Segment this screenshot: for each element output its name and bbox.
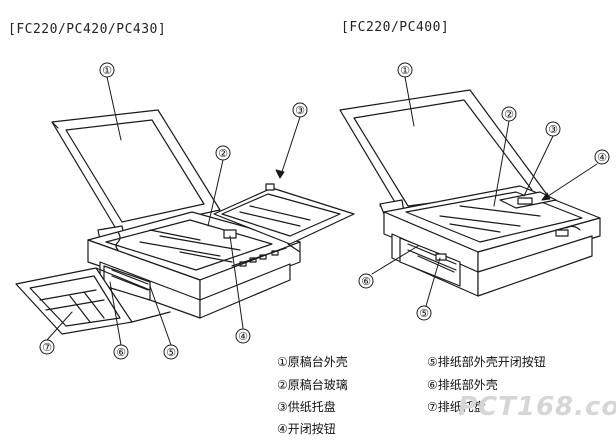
legend-item-2: ②原稿台玻璃 [277,378,348,392]
right-callout-1: ① [400,64,410,77]
legend-item-3: ③供纸托盘 [277,400,336,414]
right-leader-lines [371,76,598,307]
left-callout-6: ⑥ [116,346,126,359]
right-copier-drawing [339,89,601,297]
legend-item-7: ⑦排纸托盘 [427,400,486,414]
legend-item-4: ④开闭按钮 [277,422,336,436]
right-callout-6: ⑥ [361,275,371,288]
left-callout-1: ① [102,64,112,77]
left-copier-drawing [15,109,355,335]
left-callout-2: ② [218,147,228,160]
right-callout-circles [358,62,610,321]
left-callout-circles [39,62,308,360]
left-model-title: [FC220/PC420/PC430] [8,22,167,37]
left-callout-7: ⑦ [42,341,52,354]
legend-item-6: ⑥排纸部外壳 [427,378,498,392]
left-leader-lines [46,76,301,346]
left-callout-3: ③ [295,104,305,117]
right-callout-numbers: ① ② ③ ④ ⑤ ⑥ [361,64,607,320]
left-callout-numbers: ① ② ③ ④ ⑤ ⑥ ⑦ [42,64,305,359]
right-callout-5: ⑤ [419,307,429,320]
right-callout-2: ② [504,108,514,121]
left-callout-5: ⑤ [166,346,176,359]
legend-item-5: ⑤排纸部外壳开闭按钮 [427,355,546,369]
site-watermark: PCT168.com [458,392,616,422]
right-model-title: [FC220/PC400] [341,20,450,35]
right-callout-3: ③ [548,123,558,136]
right-callout-4: ④ [597,151,607,164]
legend-item-1: ①原稿台外壳 [277,355,348,369]
left-callout-4: ④ [238,330,248,343]
